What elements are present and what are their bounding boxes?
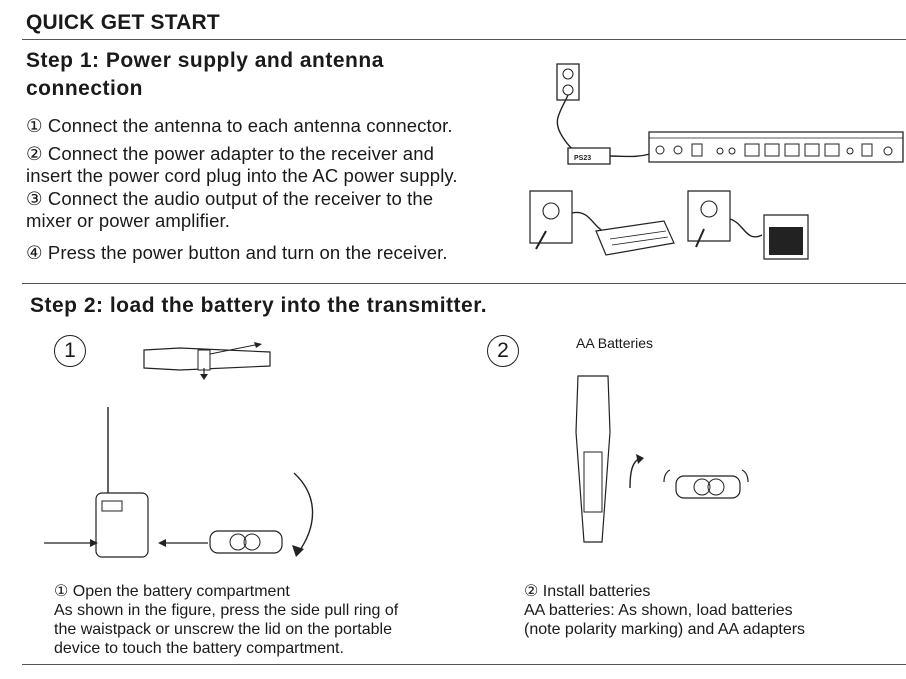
waistpack-transmitter-illustration bbox=[40, 405, 330, 565]
step1-heading-line1: Step 1: Power supply and antenna bbox=[26, 49, 384, 72]
page-title: QUICK GET START bbox=[26, 11, 220, 34]
step1-heading-line2: connection bbox=[26, 77, 144, 100]
instruction-antenna: ① Connect the antenna to each antenna co… bbox=[26, 115, 453, 136]
handheld-mic-illustration bbox=[140, 342, 280, 380]
caption-install-batteries-line1: AA batteries: As shown, load batteries bbox=[524, 602, 793, 619]
handheld-battery-install-illustration bbox=[560, 372, 790, 562]
step-marker-1: 1 bbox=[54, 335, 86, 367]
caption-open-compartment-title: ① Open the battery compartment bbox=[54, 583, 290, 600]
receiver-connection-illustration: PS23 bbox=[540, 58, 906, 170]
mixer-connection-illustration bbox=[524, 183, 679, 265]
adapter-label: PS23 bbox=[574, 155, 591, 162]
bottom-divider bbox=[22, 664, 906, 665]
caption-open-compartment-line1: As shown in the figure, press the side p… bbox=[54, 602, 399, 619]
step-divider bbox=[22, 283, 906, 284]
amplifier-connection-illustration bbox=[684, 185, 834, 267]
caption-open-compartment-line3: device to touch the battery compartment. bbox=[54, 640, 344, 657]
instruction-audio-1: ③ Connect the audio output of the receiv… bbox=[26, 188, 434, 209]
instruction-audio-2: mixer or power amplifier. bbox=[26, 210, 231, 231]
caption-install-batteries-line2: (note polarity marking) and AA adapters bbox=[524, 621, 806, 638]
aa-batteries-label: AA Batteries bbox=[576, 335, 654, 351]
step2-heading: Step 2: load the battery into the transm… bbox=[30, 294, 488, 317]
instruction-power-button: ④ Press the power button and turn on the… bbox=[26, 242, 448, 263]
caption-open-compartment-line2: the waistpack or unscrew the lid on the … bbox=[54, 621, 392, 638]
title-divider bbox=[22, 39, 906, 40]
instruction-power-2: insert the power cord plug into the AC p… bbox=[26, 165, 458, 186]
caption-install-batteries-title: ② Install batteries bbox=[524, 583, 651, 600]
step-marker-2: 2 bbox=[487, 335, 519, 367]
instruction-power-1: ② Connect the power adapter to the recei… bbox=[26, 143, 434, 164]
